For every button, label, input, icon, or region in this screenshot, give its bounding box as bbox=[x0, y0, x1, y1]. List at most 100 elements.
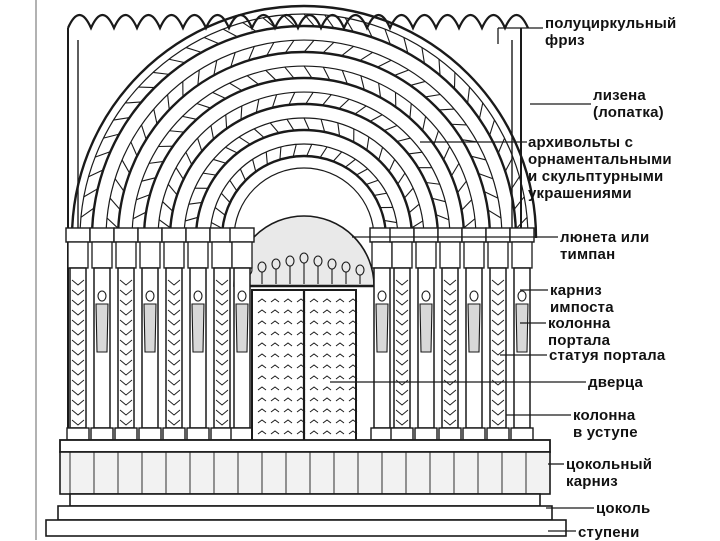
archivolt-ornament-mark bbox=[280, 147, 281, 160]
impost-cornice-block bbox=[138, 228, 162, 242]
step-middle bbox=[58, 506, 552, 520]
archivolt-ornament-mark bbox=[444, 146, 450, 159]
column-base bbox=[211, 428, 233, 440]
label-plinth-cornice: цокольный карниз bbox=[566, 456, 652, 490]
archivolt-ornament-mark bbox=[464, 219, 475, 228]
archivolt-ornament-mark bbox=[514, 197, 524, 210]
archivolt-ornament-mark bbox=[425, 94, 440, 96]
impost-cornice-block bbox=[486, 228, 510, 242]
archivolt-ornament-mark bbox=[107, 218, 118, 228]
column-capital bbox=[116, 242, 136, 268]
archivolt-ornament-mark bbox=[239, 137, 250, 144]
archivolt-ornament-mark bbox=[468, 87, 470, 103]
plinth-cornice bbox=[60, 440, 550, 452]
label-portal-statue: статуя портала bbox=[549, 347, 665, 364]
label-archivolts: архивольты с орнаментальными и скульптур… bbox=[528, 134, 672, 202]
archivolt-ornament-mark bbox=[163, 202, 173, 212]
impost-cornice-block bbox=[186, 228, 210, 242]
archivolt-ornament-mark bbox=[285, 67, 294, 78]
archivolt-ornament-mark bbox=[306, 92, 313, 104]
archivolt-ornament-mark bbox=[241, 106, 242, 120]
archivolt-ornament-mark bbox=[229, 83, 241, 91]
archivolt-ornament-mark bbox=[240, 169, 245, 181]
step-upper bbox=[70, 494, 540, 506]
archivolt-ornament-mark bbox=[410, 81, 425, 85]
statue-body bbox=[376, 304, 388, 352]
archivolt-ornament-mark bbox=[204, 37, 219, 43]
column-capital bbox=[140, 242, 160, 268]
statue-body bbox=[236, 304, 248, 352]
archivolt-ornament-mark bbox=[266, 70, 277, 80]
archivolt-ring bbox=[72, 6, 536, 238]
archivolt-ornament-mark bbox=[125, 102, 141, 103]
label-steps: ступени bbox=[578, 524, 640, 541]
archivolt-ornament-mark bbox=[397, 138, 410, 141]
archivolt-ornament-mark bbox=[366, 180, 378, 184]
archivolt-ornament-mark bbox=[439, 59, 440, 75]
archivolt-ornament-mark bbox=[212, 92, 225, 98]
archivolt-ornament-mark bbox=[226, 115, 227, 129]
archivolt-ornament-mark bbox=[498, 138, 504, 153]
impost-cornice-block bbox=[162, 228, 186, 242]
archivolt-ornament-mark bbox=[289, 92, 295, 105]
archivolt-ornament-mark bbox=[122, 160, 130, 173]
archivolt-ornament-mark bbox=[462, 200, 472, 211]
column-capital bbox=[68, 242, 88, 268]
impost-cornice-block bbox=[114, 228, 138, 242]
archivolt-ornament-mark bbox=[168, 94, 170, 109]
column-shaft bbox=[394, 268, 410, 428]
archivolt-ornament-mark bbox=[409, 204, 419, 213]
column-capital bbox=[392, 242, 412, 268]
archivolt-ornament-mark bbox=[110, 198, 120, 210]
label-plinth: цоколь bbox=[596, 500, 650, 517]
archivolt-ornament-mark bbox=[404, 188, 413, 198]
column-base bbox=[391, 428, 413, 440]
archivolt-ornament-mark bbox=[339, 99, 349, 109]
impost-cornice-block bbox=[438, 228, 462, 242]
statue-body bbox=[468, 304, 480, 352]
archivolt-ornament-mark bbox=[304, 118, 309, 130]
archivolt-ornament-mark bbox=[323, 42, 334, 53]
archivolt-ornament-mark bbox=[253, 159, 256, 171]
label-frieze: полуциркульный фриз bbox=[545, 15, 676, 49]
column-capital bbox=[164, 242, 184, 268]
statue-body bbox=[96, 304, 108, 352]
archivolt-ornament-mark bbox=[408, 152, 422, 154]
archivolt-ornament-mark bbox=[490, 120, 495, 135]
plinth-and-steps bbox=[46, 440, 566, 536]
column-shaft bbox=[214, 268, 230, 428]
archivolt-ornament-mark bbox=[304, 66, 312, 78]
column-capital bbox=[488, 242, 508, 268]
label-lunette: люнета или тимпан bbox=[560, 229, 649, 263]
column-capital bbox=[372, 242, 392, 268]
column-capital bbox=[512, 242, 532, 268]
column-base bbox=[511, 428, 533, 440]
column-shaft bbox=[166, 268, 182, 428]
tympanum bbox=[234, 216, 374, 286]
column-shaft bbox=[70, 268, 86, 428]
archivolt-ornament-mark bbox=[384, 126, 397, 131]
impost-cornice-block bbox=[462, 228, 486, 242]
archivolt-ornament-mark bbox=[221, 193, 230, 202]
archivolt-ornament-mark bbox=[451, 163, 459, 175]
archivolt-ornament-mark bbox=[384, 220, 397, 222]
archivolt-ornament-mark bbox=[203, 173, 216, 175]
archivolt-ornament-mark bbox=[247, 76, 259, 85]
archivolt-ornament-mark bbox=[389, 159, 395, 171]
label-lesene: лизена (лопатка) bbox=[593, 87, 664, 121]
archivolt-ornament-mark bbox=[225, 147, 237, 153]
column-base bbox=[67, 428, 89, 440]
archivolt-ornament-mark bbox=[131, 142, 137, 156]
archivolt-ornament-mark bbox=[223, 29, 237, 37]
label-door: дверца bbox=[588, 374, 643, 391]
archivolt-ornament-mark bbox=[333, 152, 342, 161]
column-capital bbox=[232, 242, 252, 268]
archivolt-ornament-mark bbox=[304, 40, 314, 52]
archivolt-ornament-mark bbox=[186, 48, 201, 53]
archivolt-ornament-mark bbox=[198, 138, 202, 151]
archivolt-ornament-mark bbox=[410, 104, 411, 119]
archivolt-ornament-mark bbox=[423, 116, 426, 130]
archivolt-ornament-mark bbox=[367, 137, 369, 150]
archivolt-ornament-mark bbox=[115, 179, 124, 192]
